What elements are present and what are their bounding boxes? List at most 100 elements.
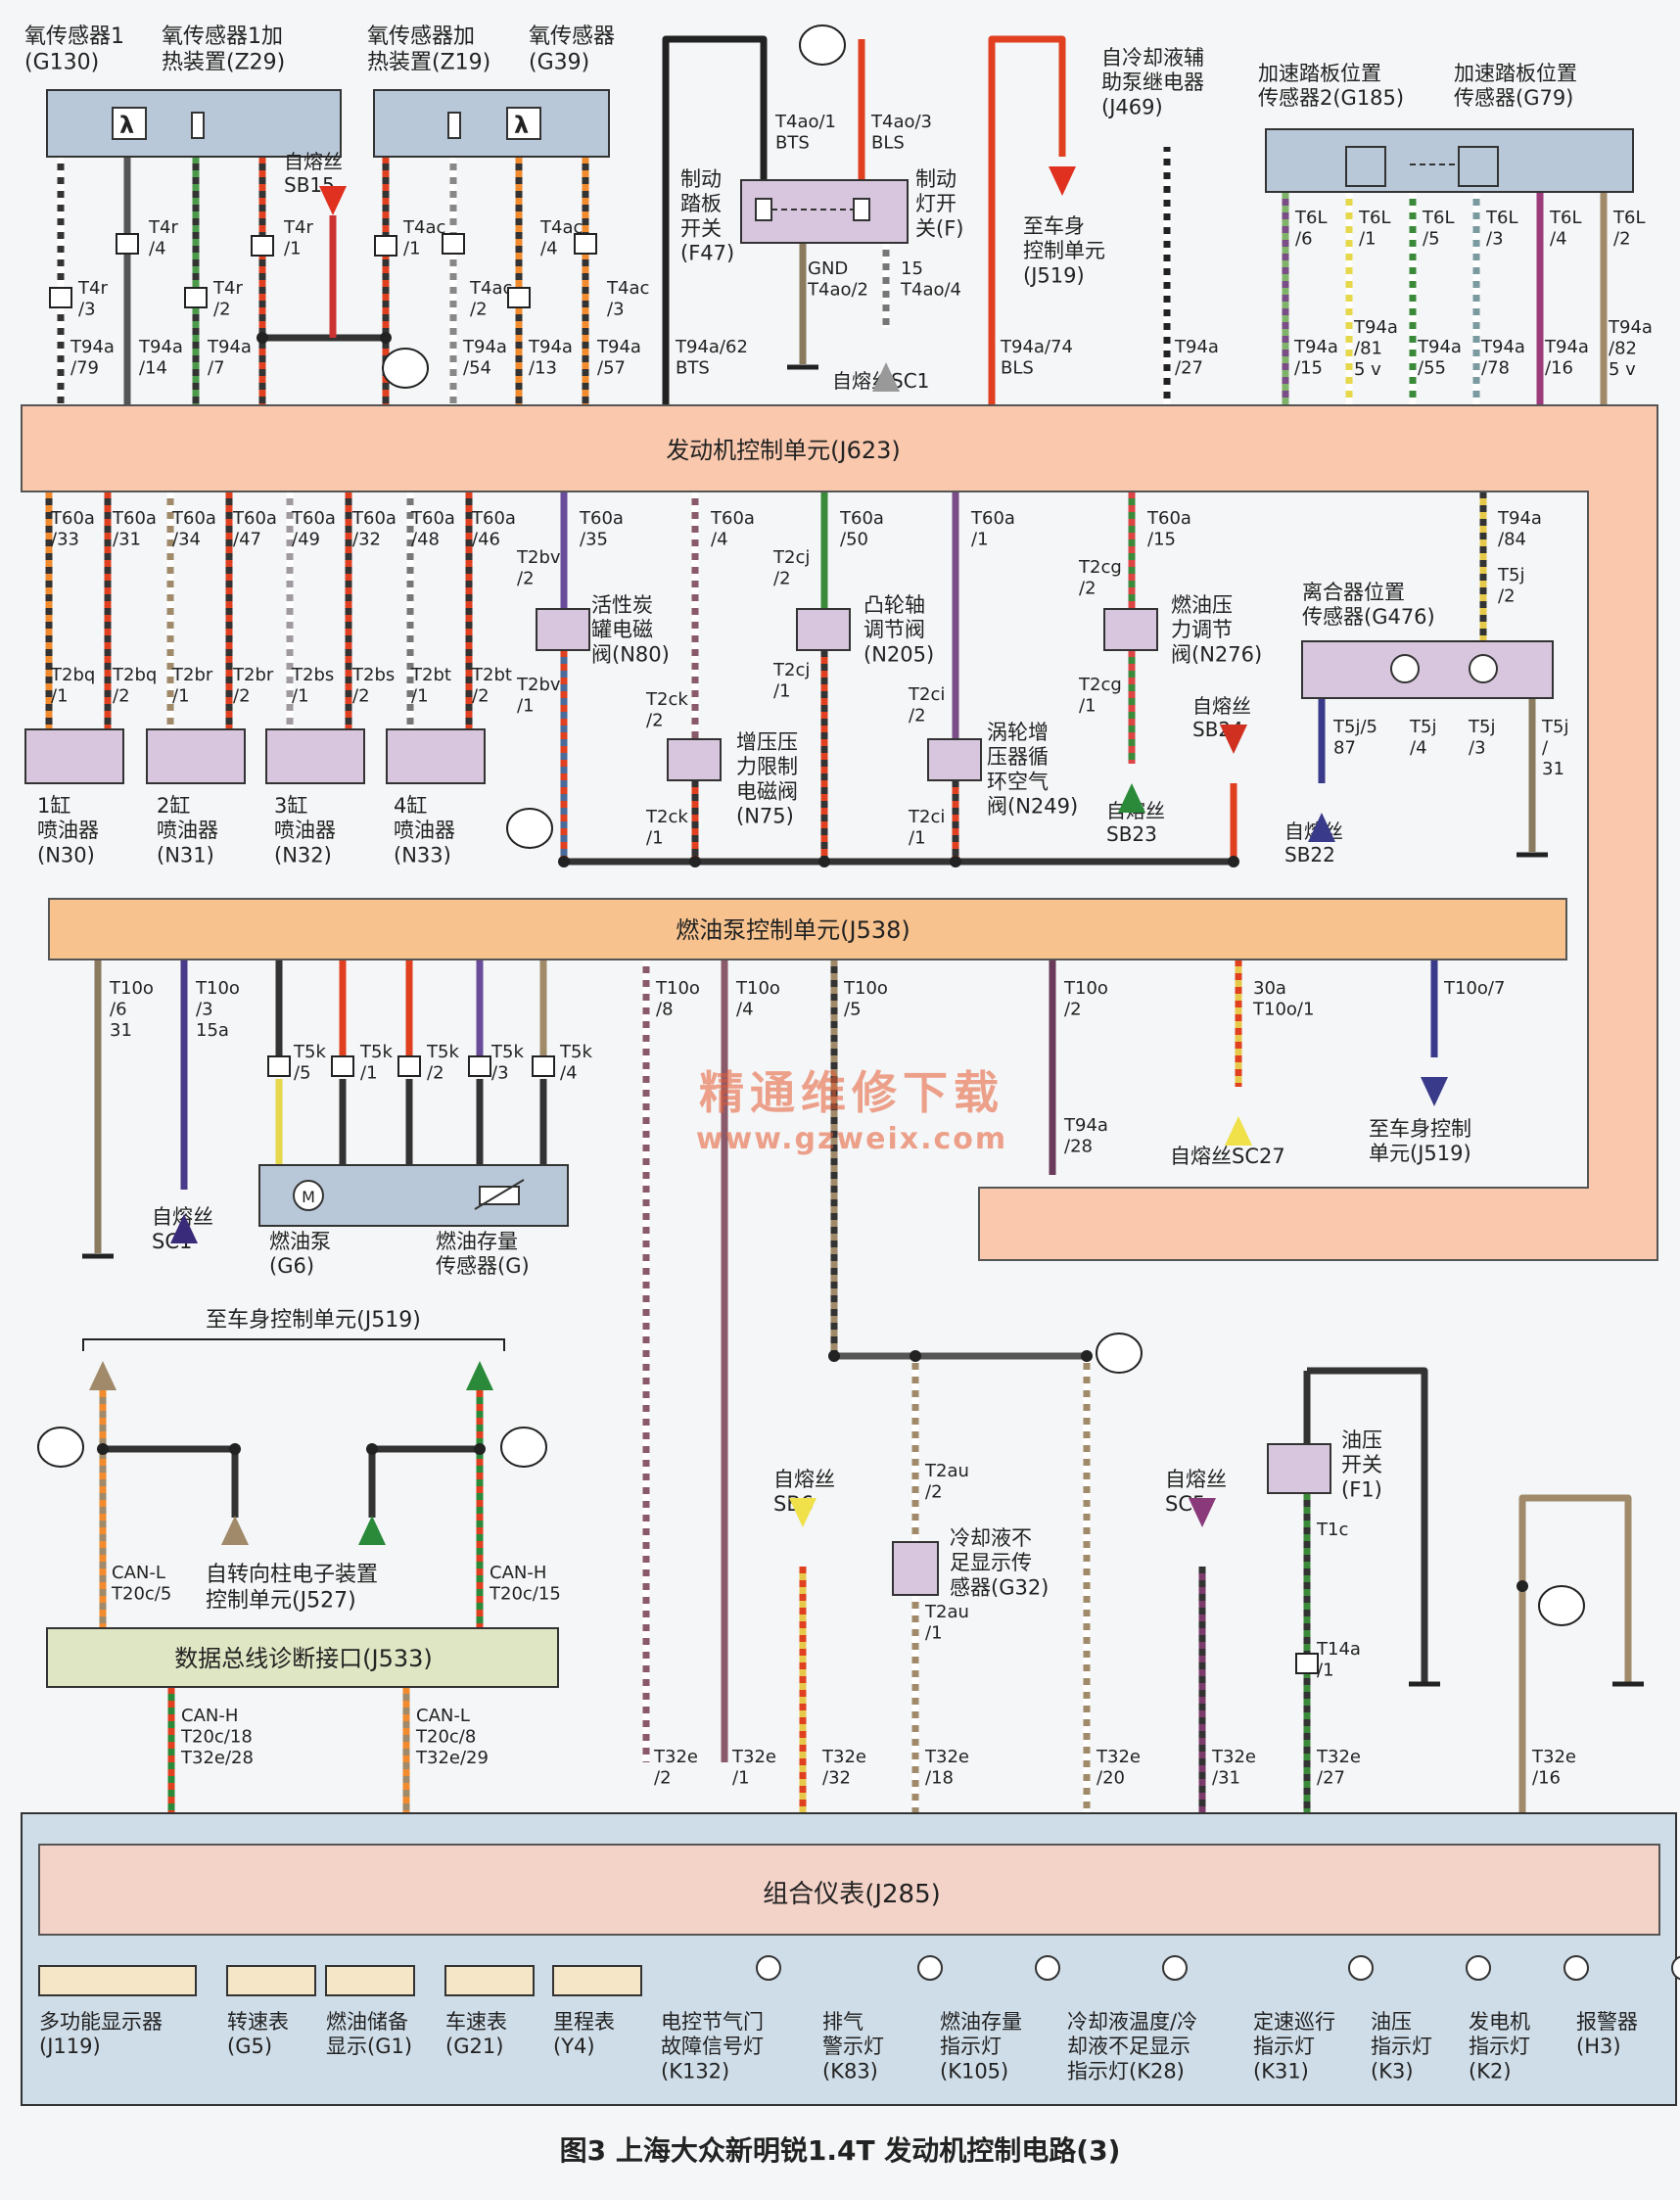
ecu-pin-label: T94a/15 bbox=[1293, 337, 1338, 379]
cluster-item-label: 发电机指示灯(K2) bbox=[1469, 2010, 1530, 2083]
pin-label: T60a/46 bbox=[471, 508, 516, 550]
ecu-pin-label: T94a/14 bbox=[138, 337, 183, 379]
j527-label: 自转向柱电子装置控制单元(J527) bbox=[206, 1563, 378, 1613]
connector-icon bbox=[397, 1055, 421, 1077]
pin-label: T60a/1 bbox=[970, 508, 1015, 550]
gauge-icon bbox=[444, 1965, 535, 1996]
pin-label: T4r/3 bbox=[77, 278, 108, 320]
ecu-pin-label: T94a/78 bbox=[1480, 337, 1525, 379]
connector-icon bbox=[468, 1055, 491, 1077]
pin-label: T60a/33 bbox=[50, 508, 95, 550]
can-l-branch bbox=[103, 1445, 239, 1518]
fuse-sc27-label: 自熔丝SC27 bbox=[1170, 1145, 1285, 1168]
pin-label: T2bv/1 bbox=[516, 675, 561, 717]
pin-label: T5j/2 bbox=[1497, 565, 1524, 607]
fuel-pump-cu-block bbox=[48, 898, 1567, 960]
g32-label: 冷却液不足显示传感器(G32) bbox=[950, 1526, 1049, 1599]
lamp-icon bbox=[1671, 1955, 1680, 1981]
pin-label: T4r/1 bbox=[283, 217, 313, 259]
pin-label: T60a/49 bbox=[291, 508, 336, 550]
brake-light-switch-label: 制动灯开关(F) bbox=[915, 167, 963, 240]
up-arrow-icon bbox=[358, 1516, 386, 1545]
pin-label: T2ci/1 bbox=[908, 807, 945, 849]
pin-label: T6L/5 bbox=[1422, 208, 1454, 250]
ecu-pin-label: T94a/16 bbox=[1544, 337, 1589, 379]
pin-label: T32e/20 bbox=[1096, 1747, 1141, 1789]
bts-wire bbox=[662, 35, 768, 405]
pin-label: T4r/4 bbox=[148, 217, 178, 259]
cluster-title: 组合仪表(J285) bbox=[763, 1880, 941, 1909]
diag-interface-title: 数据总线诊断接口(J533) bbox=[174, 1645, 433, 1672]
f1-ground-wire bbox=[1307, 1367, 1428, 1682]
accel-sensor-2-label: 加速踏板位置传感器2(G185) bbox=[1258, 62, 1404, 110]
injector-4-label: 4缸喷油器(N33) bbox=[394, 794, 455, 866]
pin-label: T2br/1 bbox=[171, 665, 213, 707]
up-arrow-icon bbox=[466, 1361, 493, 1390]
o2-sensor-1-label: 氧传感器1(G130) bbox=[24, 24, 124, 74]
connector-icon bbox=[374, 235, 397, 257]
watermark: 精通维修下载 www.gzweix.com bbox=[666, 1057, 1038, 1156]
switch-icon bbox=[755, 198, 772, 221]
pin-label: T6L/1 bbox=[1358, 208, 1390, 250]
pin-label: T94a/84 bbox=[1497, 508, 1542, 550]
n75-valve bbox=[667, 738, 722, 781]
junction-node bbox=[828, 1350, 840, 1362]
junction-node bbox=[818, 856, 830, 867]
pin-label: T5k/4 bbox=[559, 1042, 592, 1084]
ecu-pin-label: T94a/57 bbox=[596, 337, 641, 379]
cluster-inner bbox=[38, 1844, 1660, 1936]
diag-interface-block bbox=[46, 1627, 559, 1688]
n249-valve bbox=[927, 738, 982, 781]
pin-label: T1c bbox=[1316, 1520, 1348, 1540]
fuse-arrow-icon bbox=[1220, 725, 1247, 754]
n354-node-label bbox=[1538, 1585, 1585, 1626]
pin-label: T10o/5 bbox=[843, 978, 888, 1020]
pin-label: T60a/32 bbox=[351, 508, 397, 550]
junction-node bbox=[910, 1350, 921, 1362]
heater-icon bbox=[447, 112, 461, 139]
pin-label: T32e/16 bbox=[1531, 1747, 1576, 1789]
connector-icon bbox=[532, 1055, 555, 1077]
n80-valve bbox=[536, 608, 590, 651]
lamp-icon bbox=[917, 1955, 943, 1981]
d173-node-label bbox=[506, 808, 553, 849]
pin-label: T4ac/3 bbox=[606, 278, 649, 320]
pin-label: T2au/1 bbox=[924, 1602, 969, 1644]
o2-sensor-2-label: 氧传感器(G39) bbox=[529, 24, 615, 74]
a160-node-label bbox=[799, 24, 846, 66]
up-arrow-icon bbox=[89, 1361, 117, 1390]
pin-label: T10o/2 bbox=[1063, 978, 1108, 1020]
pin-label: T60a/47 bbox=[232, 508, 277, 550]
connector-icon bbox=[116, 233, 139, 255]
pin-label: T2cg/1 bbox=[1078, 675, 1122, 717]
n205-label: 凸轮轴调节阀(N205) bbox=[863, 593, 934, 666]
lamp-icon bbox=[756, 1955, 781, 1981]
pin-label: T10o/4 bbox=[735, 978, 780, 1020]
aux-pump-relay-label: 自冷却液辅助泵继电器(J469) bbox=[1101, 46, 1204, 118]
to-bcm-label: 至车身控制单元(J519) bbox=[1023, 214, 1105, 287]
cluster-item-label: 转速表(G5) bbox=[227, 2010, 289, 2058]
ecu-pin-label: T94a/13 bbox=[528, 337, 573, 379]
junction-node bbox=[366, 1443, 378, 1455]
a998-node bbox=[380, 332, 392, 344]
junction-node bbox=[229, 1443, 241, 1455]
a998-node-label bbox=[382, 348, 429, 389]
fuse-arrow-icon bbox=[1118, 783, 1145, 813]
watermark-title: 精通维修下载 bbox=[699, 1066, 1004, 1119]
connector-icon bbox=[574, 233, 597, 255]
to-bcm-arrow-icon bbox=[1421, 1077, 1448, 1106]
connector-icon bbox=[49, 287, 72, 308]
connector-icon bbox=[1295, 1653, 1319, 1674]
ecu-block bbox=[21, 404, 1658, 1261]
n205-valve bbox=[796, 608, 851, 651]
pin-label: T5j/3 bbox=[1468, 717, 1495, 759]
pin-label: T5k/5 bbox=[293, 1042, 326, 1084]
g32-sensor bbox=[892, 1541, 939, 1596]
connector-icon bbox=[267, 1055, 291, 1077]
fuse-arrow-icon bbox=[1189, 1498, 1216, 1527]
